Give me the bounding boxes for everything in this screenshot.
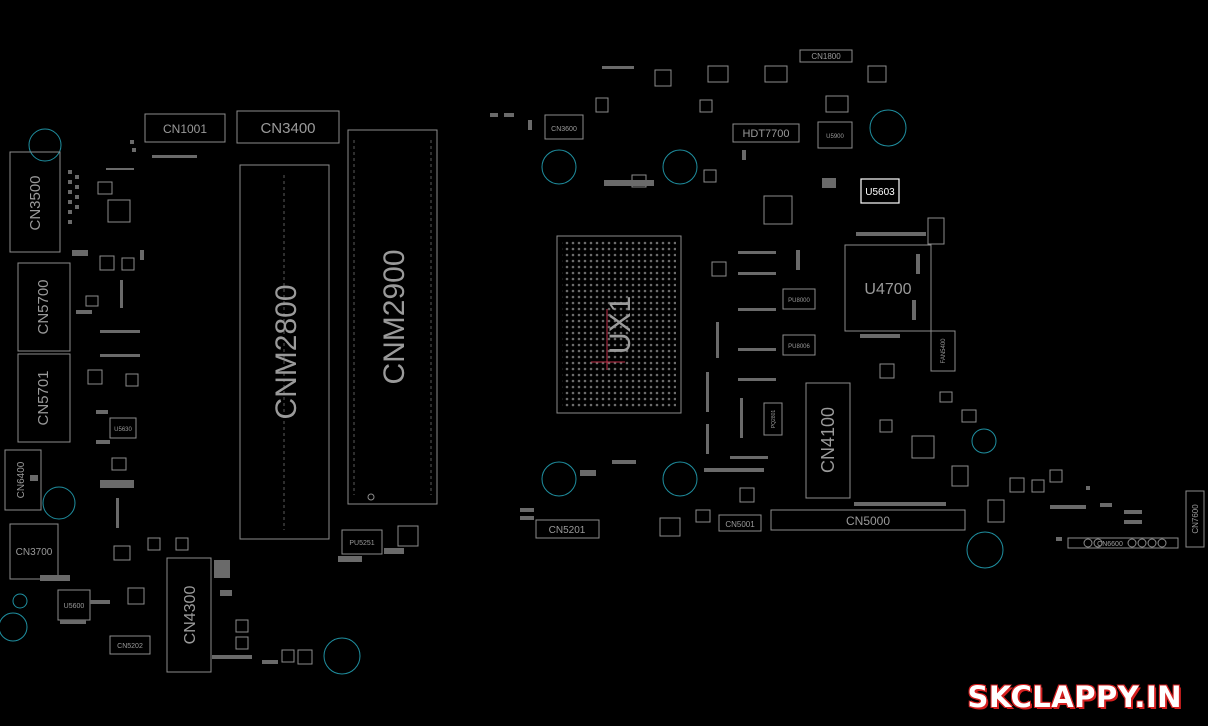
cn3500-outline[interactable]: [9, 151, 61, 253]
ux1-ball-grid: [562, 241, 676, 408]
cn3600-outline[interactable]: [544, 114, 584, 140]
cn1800-label: CN1800: [811, 52, 841, 61]
cn5700-outline[interactable]: [17, 262, 71, 352]
pu8000-label: PU8000: [788, 298, 810, 304]
cn5700-label: CN5700: [35, 279, 52, 334]
cn5201-outline[interactable]: [535, 519, 600, 539]
cn5001-outline[interactable]: [718, 514, 762, 532]
cn5201-label: CN5201: [549, 525, 586, 536]
fan5400-outline[interactable]: [930, 330, 956, 372]
mount-hole: [662, 461, 698, 497]
ux1-outline[interactable]: [556, 235, 682, 414]
hdt7700-outline[interactable]: [732, 123, 800, 143]
cn5202-outline[interactable]: [109, 635, 151, 655]
pu5251-label: PU5251: [349, 540, 374, 547]
pu8006-label: PU8006: [788, 344, 810, 350]
right-board: CN3600 CN1800 HDT7700 U5900 U5603 UX1 U4…: [490, 49, 1205, 569]
mount-hole: [971, 428, 997, 454]
cn5000-label: CN5000: [846, 514, 890, 528]
cn5701-outline[interactable]: [17, 353, 71, 443]
watermark-text: SKCLAPPY.IN: [967, 680, 1182, 714]
pq2801-outline[interactable]: [763, 402, 783, 436]
cn4100-label: CN4100: [818, 407, 838, 473]
ux1-label: UX1: [604, 296, 637, 354]
u4700-outline[interactable]: [844, 244, 932, 332]
cnm2800-label: CNM2800: [270, 284, 303, 419]
cn3700-label: CN3700: [16, 547, 53, 558]
cnm2900-label: CNM2900: [378, 249, 411, 384]
pq2801-label: PQ2801: [771, 410, 777, 429]
left-board: CN1001 CN3400 CN3500 CN5700 CN5701 CN640…: [0, 110, 438, 675]
cn3700-outline[interactable]: [9, 523, 59, 580]
pu8000-outline[interactable]: [782, 288, 816, 310]
mount-hole: [966, 531, 1004, 569]
cn7600-outline[interactable]: [1185, 490, 1205, 548]
cn7600-label: CN7600: [1191, 504, 1200, 534]
mount-hole: [662, 149, 698, 185]
mount-hole: [0, 612, 28, 642]
u5603-label: U5603: [865, 187, 895, 198]
hdt7700-label: HDT7700: [742, 128, 789, 140]
cn3500-label: CN3500: [27, 175, 44, 230]
mount-hole: [12, 593, 28, 609]
cn3500-pins: [68, 170, 79, 224]
cn5701-label: CN5701: [35, 370, 52, 425]
cn1001-label: CN1001: [163, 122, 207, 136]
cnm2900-outline[interactable]: [347, 129, 438, 505]
u5603-outline[interactable]: [860, 178, 900, 204]
left-smd-parts: [30, 140, 419, 665]
mount-hole: [323, 637, 361, 675]
cn6600-outline[interactable]: [1067, 537, 1179, 549]
u4700-label: U4700: [864, 281, 911, 298]
cn5001-label: CN5001: [725, 520, 755, 529]
cn4300-outline[interactable]: [166, 557, 212, 673]
u5900-outline[interactable]: [817, 121, 853, 149]
cn3600-label: CN3600: [551, 126, 577, 133]
cn1800-outline[interactable]: [799, 49, 853, 63]
cn5202-label: CN5202: [117, 643, 143, 650]
mount-hole: [869, 109, 907, 147]
cn6600-pins: [1083, 538, 1167, 548]
cn4300-label: CN4300: [182, 586, 199, 645]
mount-hole: [541, 461, 577, 497]
pad-row: [152, 155, 197, 158]
right-smd-parts: [490, 65, 1142, 541]
cn3400-outline[interactable]: [236, 110, 340, 144]
cn6600-label: CN6600: [1097, 541, 1123, 548]
cn6400-outline[interactable]: [4, 449, 42, 511]
mount-hole: [541, 149, 577, 185]
fan5400-label: FAN5400: [941, 338, 947, 364]
pu5251-outline[interactable]: [341, 529, 383, 555]
cnm2800-outline[interactable]: [239, 164, 330, 540]
u5900-label: U5900: [826, 134, 844, 140]
u5630-outline[interactable]: [109, 417, 137, 439]
cn4100-outline[interactable]: [805, 382, 851, 499]
cn6400-label: CN6400: [16, 461, 27, 498]
mount-hole: [42, 486, 76, 520]
u5600-label: U5600: [64, 603, 85, 610]
u5630-label: U5630: [114, 427, 132, 433]
mount-hole: [28, 128, 62, 162]
cn1001-outline[interactable]: [144, 113, 226, 143]
cn3400-label: CN3400: [260, 120, 315, 137]
cn5000-outline[interactable]: [770, 509, 966, 531]
pu8006-outline[interactable]: [782, 334, 816, 356]
